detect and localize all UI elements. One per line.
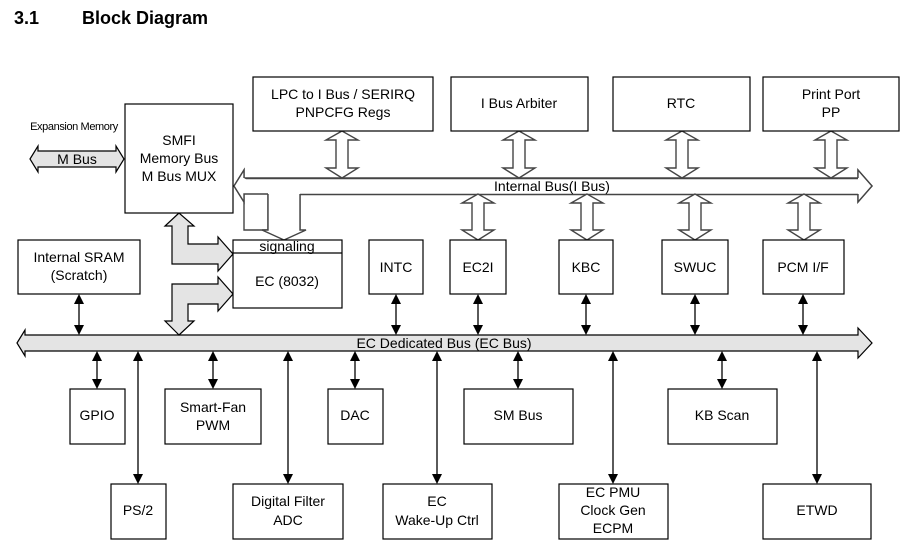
internal-sram-block: Internal SRAM (Scratch) (17, 239, 141, 295)
smfi-line-1: SMFI (162, 132, 195, 148)
swuc-label: SWUC (674, 259, 717, 275)
signaling-arrow (261, 194, 307, 241)
ibus-arbiter-label: I Bus Arbiter (481, 95, 558, 111)
internal-bus-label: Internal Bus(I Bus) (494, 178, 610, 194)
ec-bus-arrow (16, 326, 873, 360)
lpc-line-1: LPC to I Bus / SERIRQ (271, 86, 415, 102)
lpc-line-2: PNPCFG Regs (296, 104, 391, 120)
digitalfilter-ecbus-connector (283, 351, 293, 484)
internal-sram-line-2: (Scratch) (51, 267, 108, 283)
ecpmu-ecbus-connector (608, 351, 618, 484)
ps2-ecbus-connector (133, 351, 143, 484)
pcm-if-label: PCM I/F (777, 259, 828, 275)
swuc-ecbus-connector (690, 294, 700, 335)
ibus-arbiter-block: I Bus Arbiter (450, 76, 589, 132)
internal-bus-right-head (857, 168, 873, 204)
ec2i-block: EC2I (449, 239, 507, 295)
kb-scan-block: KB Scan (667, 388, 778, 445)
digital-filter-line-2: ADC (273, 512, 303, 528)
kbc-block: KBC (558, 239, 614, 295)
ps2-block: PS/2 (110, 483, 167, 540)
section-number: 3.1 (14, 8, 40, 28)
swuc-ibus-arrow (676, 193, 714, 241)
intc-ecbus-connector (391, 294, 401, 335)
kbc-ecbus-connector (581, 294, 591, 335)
smfi-to-ec-arrow (163, 212, 234, 273)
ec8032-block: signaling EC (8032) (232, 238, 343, 309)
gpio-ecbus-connector (92, 351, 102, 389)
ec-bus-connectors (74, 294, 822, 484)
gpio-block: GPIO (69, 388, 126, 445)
pcm-if-block: PCM I/F (762, 239, 845, 295)
m-bus-arrow (29, 143, 125, 175)
etwd-label: ETWD (796, 502, 837, 518)
ec-pmu-line-1: EC PMU (586, 484, 640, 500)
ecwakeup-ecbus-connector (432, 351, 442, 484)
section-title: Block Diagram (82, 8, 209, 28)
internal-sram-line-1: Internal SRAM (33, 249, 124, 265)
kb-scan-label: KB Scan (695, 407, 749, 423)
ec-pmu-block: EC PMU Clock Gen ECPM (558, 483, 669, 540)
internal-bus-left-head (233, 167, 268, 205)
digital-filter-line-1: Digital Filter (251, 493, 325, 509)
swuc-block: SWUC (661, 239, 729, 295)
ec-bus-label: EC Dedicated Bus (EC Bus) (356, 335, 531, 351)
smart-fan-block: Smart-Fan PWM (164, 388, 262, 445)
ec-to-ecbus-arrow (163, 275, 234, 336)
smfi-block: SMFI Memory Bus M Bus MUX (124, 103, 234, 214)
ec-wakeup-line-2: Wake-Up Ctrl (395, 512, 479, 528)
smfi-line-2: Memory Bus (140, 150, 219, 166)
etwd-ecbus-connector (812, 351, 822, 484)
signaling-label: signaling (259, 238, 314, 254)
ec-pmu-line-2: Clock Gen (580, 502, 645, 518)
sm-bus-block: SM Bus (463, 388, 574, 445)
smartfan-ecbus-connector (208, 351, 218, 389)
pp-ibus-arrow (812, 130, 850, 179)
ec2i-label: EC2I (462, 259, 493, 275)
kbc-label: KBC (572, 259, 601, 275)
etwd-block: ETWD (762, 483, 872, 540)
smart-fan-line-2: PWM (196, 417, 230, 433)
kbc-ibus-arrow (568, 193, 606, 241)
smfi-line-3: M Bus MUX (142, 168, 217, 184)
print-port-block: Print Port PP (762, 76, 900, 132)
ps2-label: PS/2 (123, 502, 154, 518)
gpio-label: GPIO (79, 407, 114, 423)
intc-block: INTC (368, 239, 424, 295)
ec-wakeup-block: EC Wake-Up Ctrl (382, 483, 493, 540)
expansion-memory-label: Expansion Memory (30, 121, 119, 133)
smart-fan-line-1: Smart-Fan (180, 399, 246, 415)
dac-label: DAC (340, 407, 370, 423)
ec-wakeup-line-1: EC (427, 493, 446, 509)
sram-ecbus-connector (74, 294, 84, 335)
pcmif-ecbus-connector (798, 294, 808, 335)
lpc-ibus-arrow (323, 130, 361, 179)
print-port-line-2: PP (822, 104, 841, 120)
arbiter-ibus-arrow (500, 130, 538, 179)
rtc-label: RTC (667, 95, 696, 111)
print-port-line-1: Print Port (802, 86, 860, 102)
smbus-ecbus-connector (513, 351, 523, 389)
internal-bus-body (244, 179, 860, 194)
intc-label: INTC (380, 259, 413, 275)
lpc-block: LPC to I Bus / SERIRQ PNPCFG Regs (252, 76, 434, 132)
ec8032-label: EC (8032) (255, 273, 319, 289)
rtc-block: RTC (612, 76, 751, 132)
pcmif-ibus-arrow (785, 193, 823, 241)
kbscan-ecbus-connector (717, 351, 727, 389)
sm-bus-label: SM Bus (493, 407, 542, 423)
ec-pmu-line-3: ECPM (593, 520, 633, 536)
m-bus-label: M Bus (57, 151, 97, 167)
ec2i-ecbus-connector (473, 294, 483, 335)
dac-block: DAC (327, 388, 384, 445)
ec2i-ibus-arrow (459, 193, 497, 241)
digital-filter-block: Digital Filter ADC (232, 483, 344, 540)
dac-ecbus-connector (350, 351, 360, 389)
rtc-ibus-arrow (663, 130, 701, 179)
